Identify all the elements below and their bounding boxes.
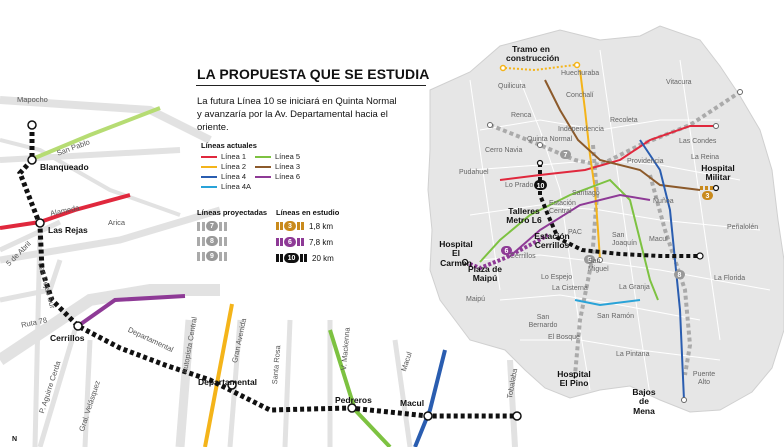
line6-left bbox=[76, 294, 186, 328]
tramo-construccion bbox=[504, 64, 576, 72]
district-la-cisterna: La Cisterna bbox=[552, 285, 588, 292]
callout-estacion-cerrillos: Estación Cerrillos bbox=[534, 231, 570, 251]
street-arica: Arica bbox=[108, 218, 126, 227]
station-las-rejas: Las Rejas bbox=[48, 225, 88, 235]
svg-text:6: 6 bbox=[505, 248, 509, 255]
district-las-condes: Las Condes bbox=[679, 138, 717, 145]
callout-tramo-construccion: Tramo en construcción bbox=[506, 44, 560, 64]
callout-hospital-el-pino: Hospital El Pino bbox=[557, 369, 591, 389]
line1-right bbox=[499, 125, 716, 181]
district-pudahuel: Pudahuel bbox=[459, 169, 489, 176]
district-conchali: Conchalí bbox=[566, 92, 594, 99]
district-renca: Renca bbox=[511, 112, 532, 119]
callout-hospital-militar: Hospital Militar bbox=[701, 163, 735, 183]
line2-left bbox=[203, 303, 234, 447]
district-san-joaquin: San Joaquín bbox=[612, 232, 637, 247]
legend-line4: Línea 4 bbox=[201, 172, 246, 181]
line6-right bbox=[507, 193, 651, 259]
legend-line2: Línea 2 bbox=[201, 162, 246, 171]
district-independencia: Independencia bbox=[558, 126, 604, 133]
station-macul: Macul bbox=[400, 398, 425, 408]
svg-text:7: 7 bbox=[564, 152, 568, 159]
callout-hospital-el-carmen: Hospital El Carmen bbox=[439, 239, 473, 268]
legend-projected-8: 8 bbox=[197, 236, 227, 246]
district-lo-prado: Lo Prado bbox=[505, 182, 534, 189]
svg-text:9: 9 bbox=[588, 257, 592, 264]
district-huechuraba: Huechuraba bbox=[561, 70, 600, 77]
callout-plaza-maipu: Plaza de Maipú bbox=[467, 264, 503, 284]
street-mapocho: Mapocho bbox=[17, 95, 48, 104]
district-san-ramon: San Ramón bbox=[597, 313, 634, 320]
station-departamental: Departamental bbox=[198, 377, 258, 387]
district-puente-alto: Puente Alto bbox=[692, 371, 716, 386]
line10-left bbox=[17, 125, 515, 419]
line4a-right bbox=[574, 299, 641, 307]
district-maipu: Maipú bbox=[466, 296, 486, 303]
line2-right bbox=[579, 69, 601, 261]
district-pac: PAC bbox=[568, 229, 582, 236]
svg-text:8: 8 bbox=[678, 272, 682, 279]
district-san-bernardo: San Bernardo bbox=[528, 314, 558, 329]
district-lo-espejo: Lo Espejo bbox=[541, 274, 573, 281]
legend-current-header: Líneas actuales bbox=[201, 141, 257, 150]
line6-extension bbox=[464, 233, 549, 271]
station-cerrillos: Cerrillos bbox=[50, 333, 85, 343]
svg-text:10: 10 bbox=[537, 183, 545, 190]
line4-right bbox=[639, 139, 685, 401]
left-station-markers bbox=[27, 120, 522, 421]
district-quinta-normal: Quinta Normal bbox=[527, 136, 573, 143]
legend-projected-7: 7 bbox=[197, 221, 227, 231]
legend-line4a: Línea 4A bbox=[201, 182, 251, 191]
legend-projected-header: Líneas proyectadas bbox=[197, 208, 268, 217]
district-providencia: Providencia bbox=[627, 158, 664, 165]
district-macul: Macul bbox=[649, 236, 668, 243]
station-pedreros: Pedreros bbox=[335, 395, 372, 405]
district-vitacura: Vitacura bbox=[666, 79, 692, 86]
district-el-bosque: El Bosque bbox=[548, 334, 580, 341]
legend-line5: Línea 5 bbox=[255, 152, 300, 161]
line4-left bbox=[413, 349, 447, 447]
north-indicator: N bbox=[12, 436, 18, 443]
district-nunoa: Ñuñoa bbox=[653, 198, 674, 205]
legend-line3: Línea 3 bbox=[255, 162, 300, 171]
line5-right bbox=[479, 178, 659, 301]
legend-study-header: Líneas en estudio bbox=[276, 208, 340, 217]
district-la-pintana: La Pintana bbox=[616, 351, 650, 358]
district-san-miguel: San Miguel bbox=[588, 258, 609, 273]
district-cerrillos: Cerrillos bbox=[510, 253, 536, 260]
district-recoleta: Recoleta bbox=[610, 117, 638, 124]
line5-left bbox=[29, 106, 161, 162]
santiago-region-shape bbox=[427, 25, 784, 413]
line5-south bbox=[328, 329, 392, 447]
infographic-title: LA PROPUESTA QUE SE ESTUDIA bbox=[197, 66, 430, 82]
station-blanqueado: Blanqueado bbox=[40, 162, 89, 172]
infographic-description: La futura Línea 10 se iniciará en Quinta… bbox=[197, 96, 397, 133]
district-quilicura: Quilicura bbox=[498, 83, 526, 90]
line10-right bbox=[538, 163, 700, 258]
district-la-florida: La Florida bbox=[714, 275, 746, 282]
district-la-granja: La Granja bbox=[619, 284, 650, 291]
line3-right bbox=[544, 79, 701, 191]
callout-bajos-de-mena: Bajos de Mena bbox=[632, 387, 656, 416]
callout-talleres-metro: Talleres Metro L6 bbox=[506, 206, 542, 226]
district-cerro-navia: Cerro Navia bbox=[485, 147, 523, 154]
legend-line1: Línea 1 bbox=[201, 152, 246, 161]
legend-projected-9: 9 bbox=[197, 251, 227, 261]
district-estacion-central: Estación Central bbox=[549, 200, 576, 215]
district-la-reina: La Reina bbox=[691, 154, 720, 161]
svg-text:3: 3 bbox=[706, 193, 710, 200]
district-penalolen: Peñalolén bbox=[727, 224, 759, 231]
line1-left bbox=[0, 193, 131, 230]
legend-line6: Línea 6 bbox=[255, 172, 300, 181]
district-santiago: Santiago bbox=[572, 190, 600, 197]
